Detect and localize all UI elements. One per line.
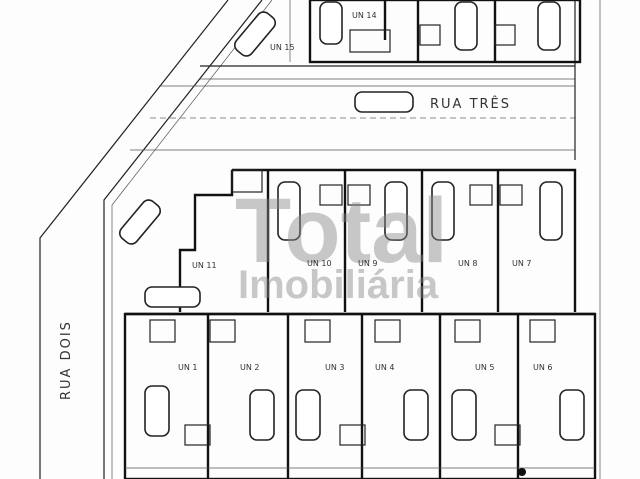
car-icon bbox=[118, 199, 162, 245]
unit-label: UN 7 bbox=[512, 259, 531, 268]
rua-tres-road bbox=[130, 0, 601, 479]
watermark-line2: Imobiliária bbox=[238, 263, 439, 307]
unit-label: UN 15 bbox=[270, 43, 295, 52]
car-icon bbox=[295, 389, 321, 441]
upper-block bbox=[289, 0, 582, 64]
car-icon bbox=[537, 1, 561, 51]
street-label-rua-dois: RUA DOIS bbox=[59, 320, 74, 400]
car-icon bbox=[539, 181, 563, 241]
unit-label: UN 9 bbox=[358, 259, 377, 268]
unit-label: UN 14 bbox=[352, 11, 377, 20]
car-icon bbox=[454, 1, 478, 51]
car-icon bbox=[403, 389, 429, 441]
unit-label: UN 4 bbox=[375, 363, 394, 372]
car-icon bbox=[277, 181, 301, 241]
unit-label: UN 1 bbox=[178, 363, 197, 372]
unit-label: UN 6 bbox=[533, 363, 552, 372]
main-block bbox=[123, 168, 597, 479]
unit-label: UN 8 bbox=[458, 259, 477, 268]
watermark-logo: Total Imobiliária bbox=[235, 180, 448, 307]
car-icon bbox=[249, 389, 275, 441]
car-icon bbox=[451, 389, 477, 441]
parked-cars bbox=[118, 1, 585, 441]
car-icon bbox=[354, 91, 414, 113]
car-icon bbox=[233, 11, 277, 57]
unit-label: UN 2 bbox=[240, 363, 259, 372]
unit-label: UN 5 bbox=[475, 363, 494, 372]
car-icon bbox=[319, 1, 343, 45]
unit-label: UN 10 bbox=[307, 259, 332, 268]
car-icon bbox=[559, 389, 585, 441]
car-icon bbox=[144, 385, 170, 437]
unit-label: UN 11 bbox=[192, 261, 217, 270]
car-icon bbox=[144, 286, 201, 308]
car-icon bbox=[431, 181, 455, 241]
watermark-line1: Total bbox=[235, 180, 448, 282]
car-icon bbox=[384, 181, 408, 241]
unit-label: UN 3 bbox=[325, 363, 344, 372]
street-label-rua-tres: RUA TRÊS bbox=[430, 96, 511, 112]
rua-dois-road bbox=[39, 0, 273, 479]
